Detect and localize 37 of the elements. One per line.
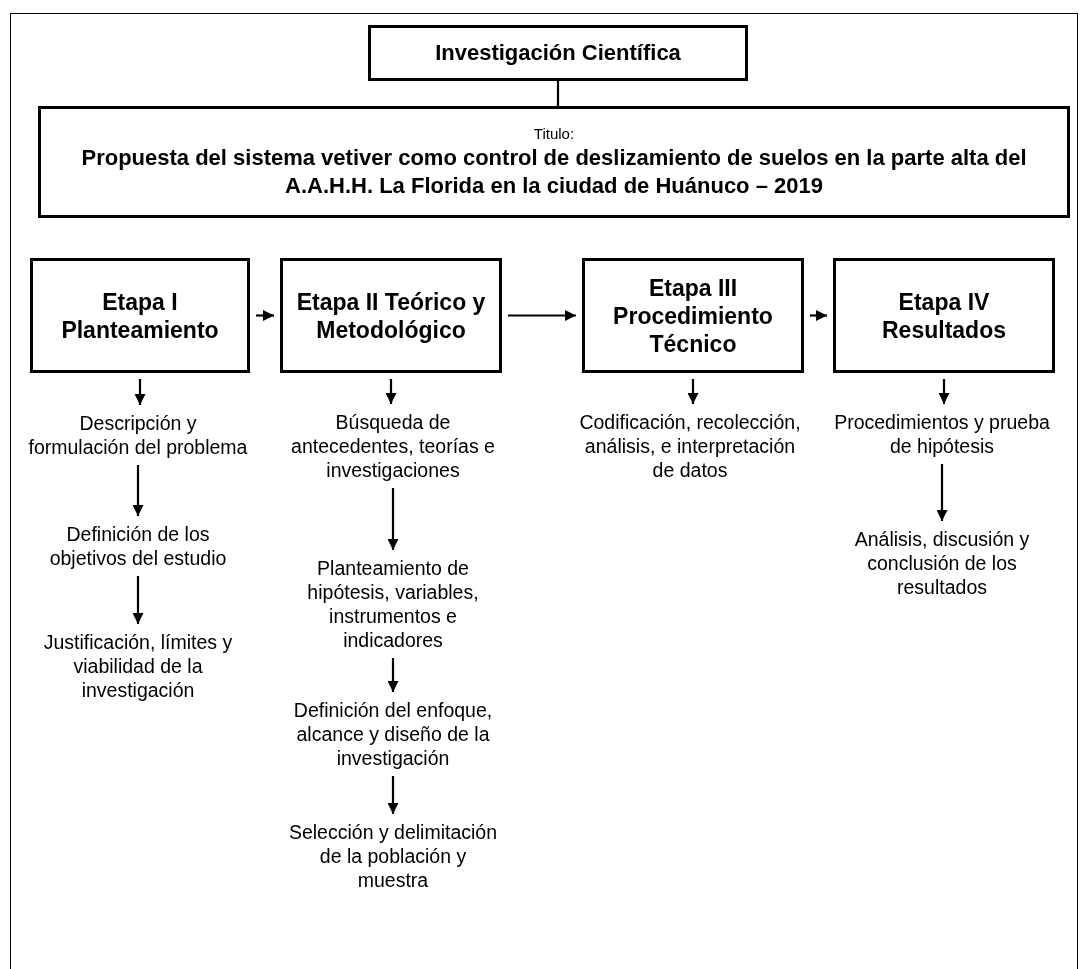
step-text: Justificación, límites y viabilidad de la investigación xyxy=(16,630,260,702)
arrow xyxy=(385,379,397,404)
arrow xyxy=(132,576,144,624)
stage-title: Etapa I Planteamiento xyxy=(60,287,220,344)
step-text: Descripción y formulación del problema xyxy=(28,411,248,459)
title-label: Titulo: xyxy=(533,124,575,142)
arrow xyxy=(387,658,399,692)
arrow xyxy=(132,465,144,516)
arrow xyxy=(687,379,699,404)
heading-box xyxy=(368,25,748,81)
stage-box xyxy=(280,258,502,373)
step-text: Definición de los objetivos del estudio xyxy=(26,522,250,570)
stage-box xyxy=(582,258,804,373)
connector-line xyxy=(556,81,560,106)
arrow xyxy=(936,464,948,521)
step-text: Planteamiento de hipótesis, variables, instrumentos e indicadores xyxy=(282,556,504,652)
arrow xyxy=(387,488,399,550)
stage-box xyxy=(833,258,1055,373)
step-text: Procedimientos y prueba de hipótesis xyxy=(832,410,1052,458)
arrow xyxy=(387,776,399,814)
title-text: Propuesta del sistema vetiver como control de deslizamiento de suelos en la parte alta del A.A.H.H. La Florida en la ciudad de Huánuco – 2019 xyxy=(80,143,1028,200)
arrow xyxy=(508,310,576,321)
stage-title: Etapa III Procedimiento Técnico xyxy=(612,273,774,358)
step-text: Codificación, recolección, análisis, e interpretación de datos xyxy=(578,410,802,482)
stage-title: Etapa II Teórico y Metodológico xyxy=(295,287,487,344)
step-text: Definición del enfoque, alcance y diseño de la investigación xyxy=(272,698,514,770)
arrow xyxy=(810,310,827,321)
step-text: Búsqueda de antecedentes, teorías e investigaciones xyxy=(282,410,504,482)
stage-box xyxy=(30,258,250,373)
arrow xyxy=(938,379,950,404)
step-text: Selección y delimitación de la población y muestra xyxy=(288,820,498,892)
arrow xyxy=(256,310,274,321)
stage-title: Etapa IV Resultados xyxy=(881,287,1007,344)
arrow xyxy=(134,379,146,405)
title-box xyxy=(38,106,1070,218)
heading-text: Investigación Científica xyxy=(435,40,681,66)
step-text: Análisis, discusión y conclusión de los resultados xyxy=(830,527,1054,599)
